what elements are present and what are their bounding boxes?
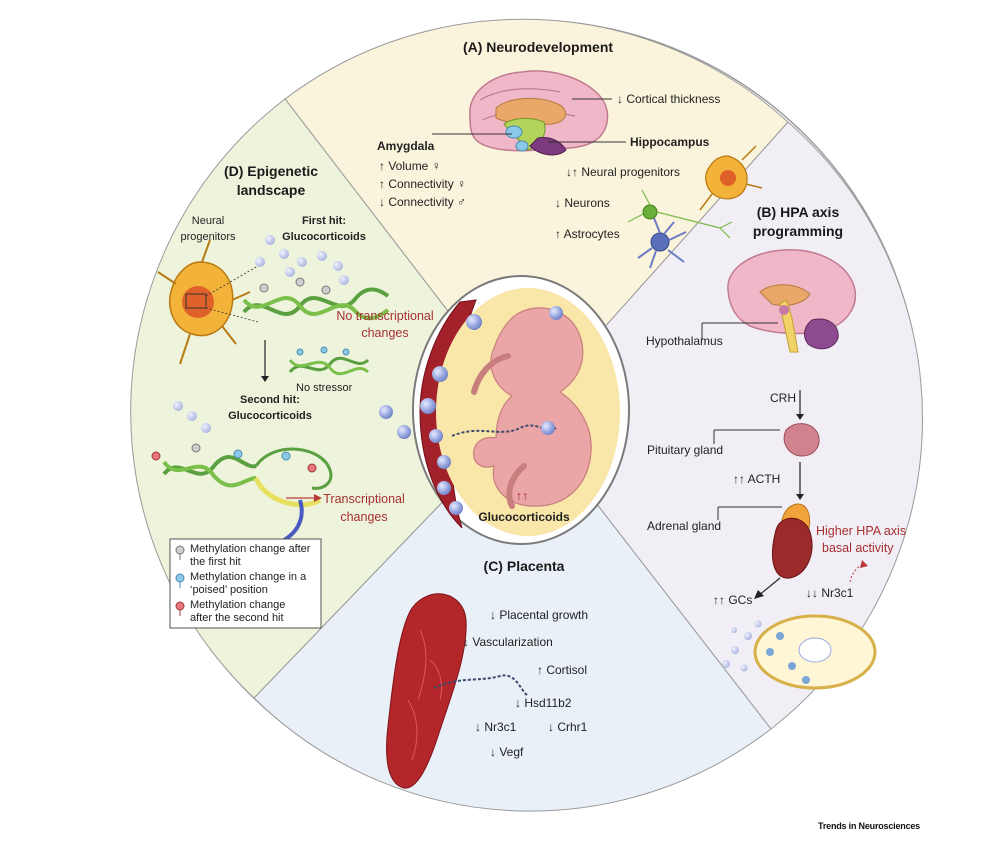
second-hit-line1: Second hit: (240, 394, 300, 406)
legend-first-hit-line2: the first hit (190, 556, 241, 568)
pituitary-gland-icon (783, 423, 820, 457)
adrenal-gland-icon (772, 503, 813, 579)
panel-d-title-line2: landscape (237, 182, 306, 198)
dna-open-loop-icon (151, 443, 333, 546)
neuron-icon (627, 189, 733, 239)
brain-icon (469, 70, 609, 156)
legend-poised-line1: Methylation change in a (190, 571, 307, 583)
hippocampus-label: Hippocampus (630, 135, 710, 149)
gcs-label: ↑↑ GCs (713, 593, 752, 607)
no-stressor-label: No stressor (296, 382, 353, 394)
first-hit-line1: First hit: (302, 215, 346, 227)
glucocorticoid-bubbles-icon (379, 306, 563, 515)
cortical-thickness-label: ↓ Cortical thickness (617, 92, 720, 106)
panel-b: (B) HPA axis programming Hypothalamus CR… (646, 204, 906, 690)
first-hit-line2: Glucocorticoids (282, 231, 366, 243)
panel-b-title-line1: (B) HPA axis (757, 204, 840, 220)
vegf-label: ↓ Vegf (490, 745, 524, 759)
higher-hpa-line1: Higher HPA axis (816, 524, 906, 538)
methylation-legend: Methylation change after the first hit M… (169, 538, 322, 629)
legend-item-second-hit: Methylation change after the second hit (175, 599, 285, 624)
higher-hpa-line2: basal activity (822, 541, 894, 555)
brain-sagittal-icon (727, 249, 857, 353)
neural-progenitors-label: ↓↑ Neural progenitors (566, 165, 680, 179)
panel-c-background (253, 413, 772, 812)
panel-d-title-line1: (D) Epigenetic (224, 163, 318, 179)
placenta-icon (386, 593, 467, 789)
neural-progenitors-d-line1: Neural (192, 215, 224, 227)
hsd11b2-label: ↓ Hsd11b2 (515, 696, 572, 710)
nr3c1-c-label: ↓ Nr3c1 (475, 720, 517, 734)
dna-strand-small-icon (288, 346, 370, 376)
progenitor-cell-icon (699, 145, 763, 211)
astrocyte-icon (637, 217, 687, 269)
legend-second-hit-line1: Methylation change (190, 599, 285, 611)
astrocytes-label: ↑ Astrocytes (555, 227, 620, 241)
center-arrows: ↑↑ (516, 489, 529, 503)
neurons-label: ↓ Neurons (555, 196, 610, 210)
no-transcriptional-line1: No transcriptional (336, 309, 433, 323)
transcriptional-line2: changes (340, 510, 387, 524)
hypothalamus-label: Hypothalamus (646, 334, 723, 348)
cortisol-label: ↑ Cortisol (537, 663, 587, 677)
neural-progenitors-d-line2: progenitors (180, 231, 236, 243)
second-hit-line2: Glucocorticoids (228, 410, 312, 422)
amygdala-volume-label: ↑ Volume ♀ (379, 159, 441, 173)
panel-c: (C) Placenta ↓ Placental growth ↓ Vascul… (386, 558, 588, 789)
fetus-icon (471, 307, 592, 509)
cell-receptor-icon (722, 614, 877, 690)
panel-c-title: (C) Placenta (484, 558, 565, 574)
panel-d: (D) Epigenetic landscape Neural progenit… (151, 163, 434, 629)
center-fetus: ↑↑ Glucocorticoids (379, 275, 630, 545)
transcriptional-line1: Transcriptional (323, 492, 405, 506)
vascularization-label: ↓ Vascularization (463, 635, 553, 649)
panel-b-title-line2: programming (753, 223, 843, 239)
legend-second-hit-line2: after the second hit (190, 612, 284, 624)
glucocorticoid-molecules-2-icon (173, 401, 211, 433)
acth-label: ↑↑ ACTH (733, 472, 780, 486)
journal-credit: Trends in Neurosciences (818, 821, 920, 831)
amygdala-connectivity-female-label: ↑ Connectivity ♀ (379, 177, 466, 191)
panel-a-background (284, 18, 789, 415)
panel-a: (A) Neurodevelopment ↓ Cortical thicknes… (377, 39, 763, 269)
amygdala-connectivity-male-label: ↓ Connectivity ♂ (379, 195, 466, 209)
legend-first-hit-line1: Methylation change after (190, 543, 311, 555)
no-transcriptional-line2: changes (361, 326, 408, 340)
legend-item-first-hit: Methylation change after the first hit (175, 543, 311, 568)
neural-progenitor-cell-icon (157, 239, 251, 365)
placental-growth-label: ↓ Placental growth (490, 608, 588, 622)
glucocorticoids-label: Glucocorticoids (478, 510, 570, 524)
pituitary-gland-label: Pituitary gland (647, 443, 723, 457)
nr3c1-b-label: ↓↓ Nr3c1 (806, 586, 854, 600)
legend-item-poised: Methylation change in a ‘poised’ positio… (175, 571, 307, 596)
crhr1-label: ↓ Crhr1 (548, 720, 588, 734)
dna-strand-icon (242, 277, 390, 321)
adrenal-gland-label: Adrenal gland (647, 519, 721, 533)
amygdala-label: Amygdala (377, 139, 435, 153)
legend-poised-line2: ‘poised’ position (190, 584, 268, 596)
panel-a-title: (A) Neurodevelopment (463, 39, 613, 55)
glucocorticoid-molecules-icon (255, 235, 349, 285)
crh-label: CRH (770, 391, 796, 405)
